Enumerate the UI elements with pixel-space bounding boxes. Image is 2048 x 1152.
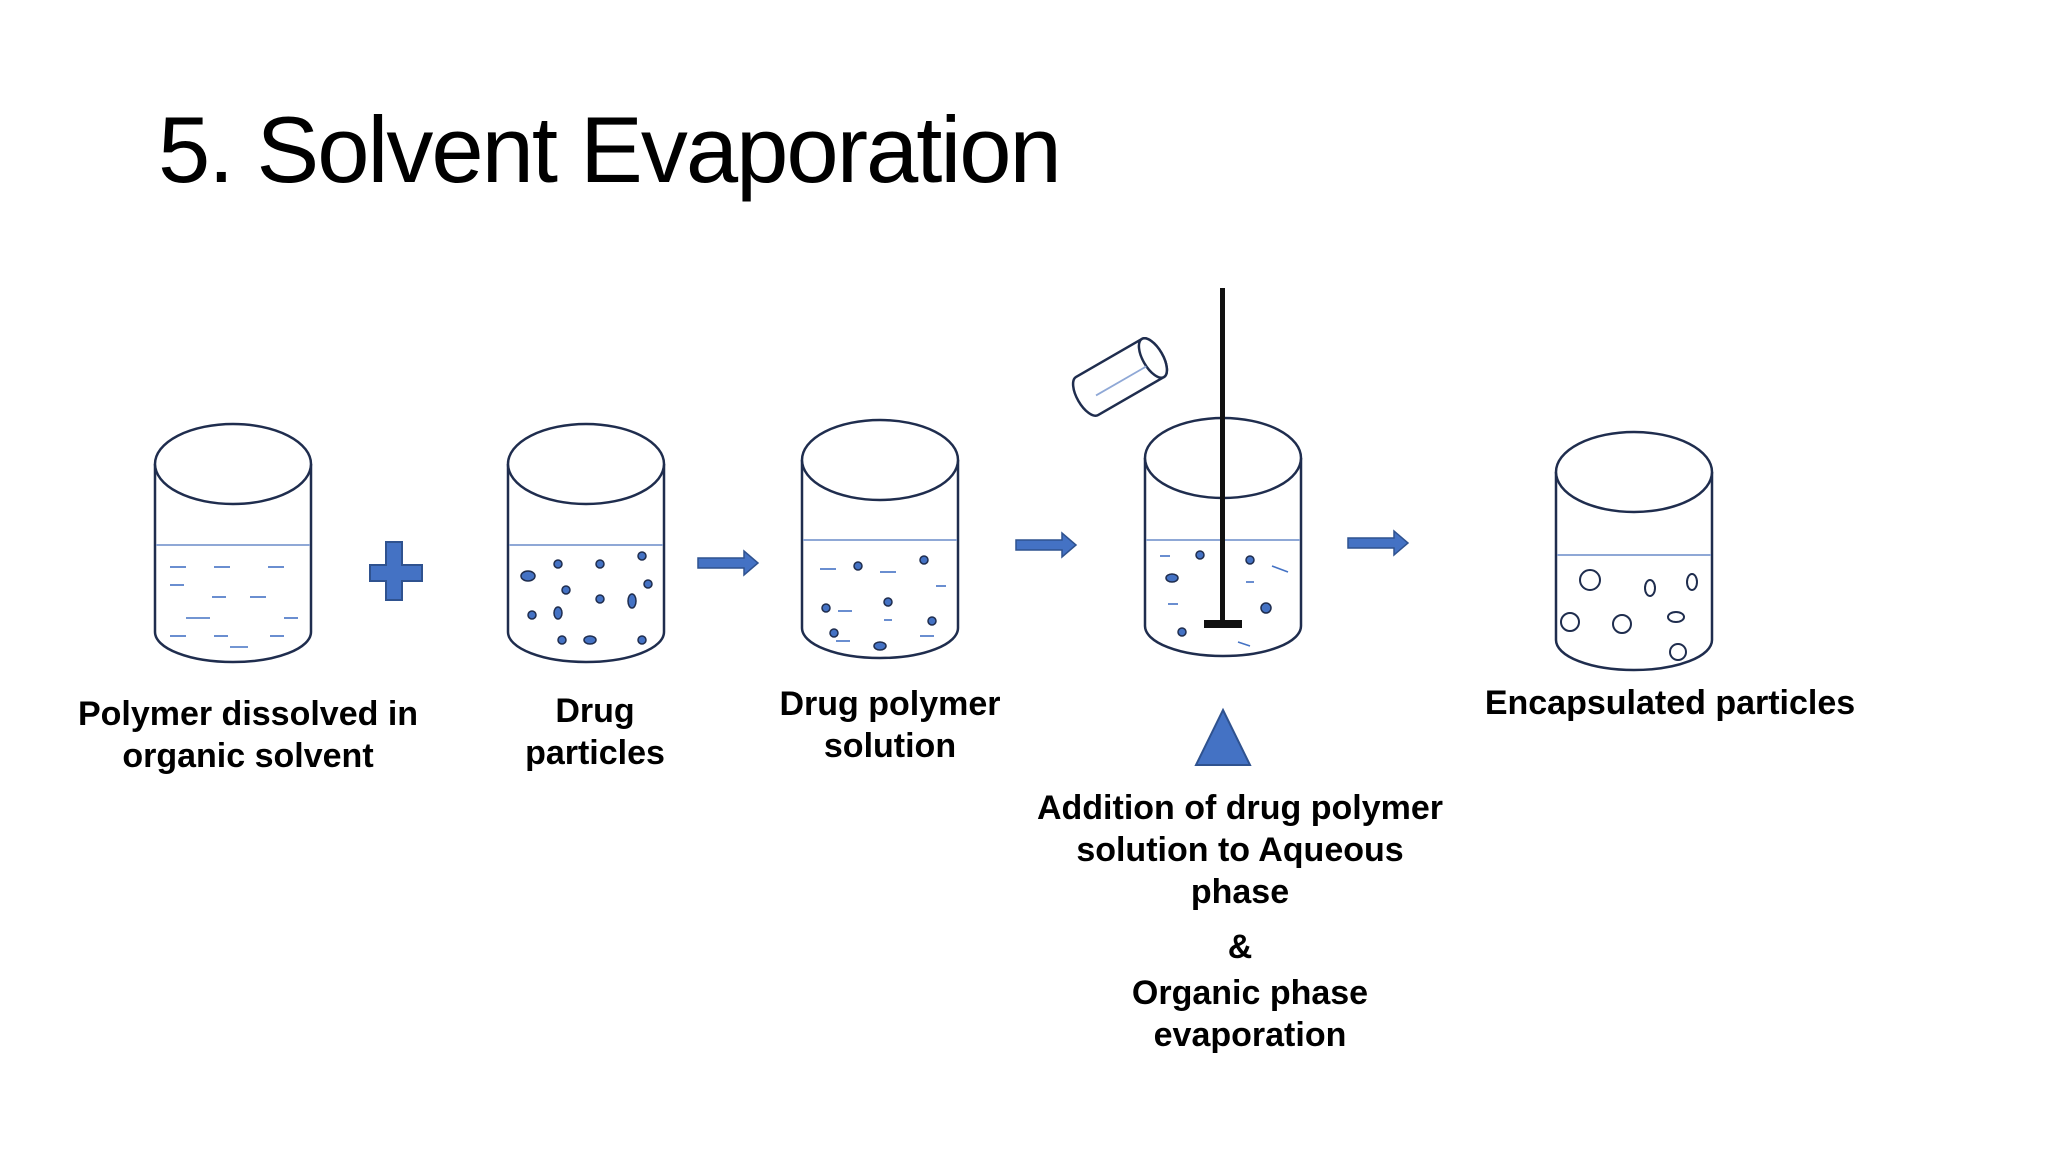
slide-title: 5. Solvent Evaporation: [158, 97, 1062, 202]
tilted-tube-icon: [1071, 337, 1169, 417]
capsule-particles: [1560, 569, 1698, 661]
stirrer-icon: [1204, 288, 1242, 628]
arrow-right-icon: [1347, 529, 1410, 557]
caption-aqueous-addition: Addition of drug polymer solution to Aqu…: [1036, 789, 1444, 911]
beaker-drug-polymer-solution: [800, 418, 960, 660]
arrow-right-icon: [1015, 531, 1078, 559]
caption-polymer-solution: Polymer dissolved in organic solvent: [77, 695, 419, 775]
triangle-heat-icon: [1194, 707, 1252, 766]
beaker-drug-particles: [506, 422, 666, 664]
drug-dots: [520, 551, 653, 645]
caption-drug-particles: Drug particles: [525, 692, 665, 772]
caption-organic-evaporation: Organic phase evaporation: [1131, 974, 1369, 1054]
caption-connector: &: [1227, 928, 1253, 966]
beaker-polymer-solution: [153, 422, 313, 664]
plus-icon: [369, 541, 423, 601]
caption-encapsulated: Encapsulated particles: [1484, 684, 1856, 722]
arrow-right-icon: [697, 549, 760, 577]
caption-drug-polymer-solution: Drug polymer solution: [779, 685, 1001, 765]
solvent-dashes: [170, 566, 298, 648]
beaker-encapsulated-particles: [1554, 430, 1714, 672]
